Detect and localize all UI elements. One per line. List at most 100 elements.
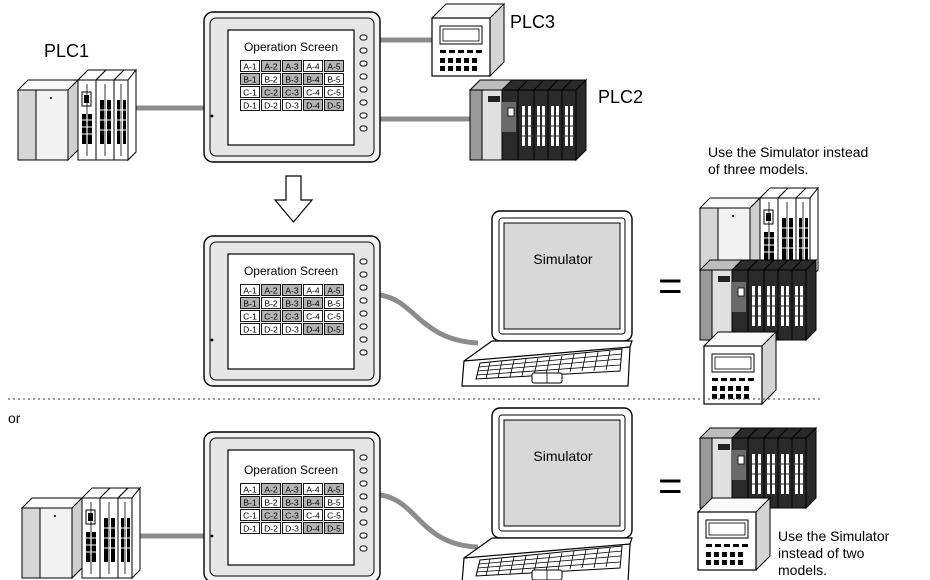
hmi-button-label: C-4	[306, 312, 320, 322]
hmi-button-cell	[282, 323, 302, 335]
hmi-button-label: D-1	[243, 524, 257, 534]
hmi-button-label: B-5	[327, 75, 341, 85]
hmi-button-label: C-1	[243, 312, 257, 322]
hmi-button-label: C-1	[243, 511, 257, 521]
hmi-button-cell	[261, 496, 281, 508]
hmi-button-label: B-4	[306, 498, 320, 508]
hmi-button-label: A-3	[285, 62, 299, 72]
note-two-line1: Use the Simulator	[778, 528, 890, 544]
hmi-button-cell	[324, 522, 344, 534]
hmi-button-cell	[240, 86, 260, 98]
hmi-button-label: D-5	[327, 325, 341, 335]
hmi-button-cell	[324, 509, 344, 521]
hmi-button-cell	[282, 509, 302, 521]
hmi-button-label: C-2	[264, 312, 278, 322]
or-label: or	[8, 410, 21, 426]
plc2-small-bottom-icon	[699, 427, 817, 509]
hmi-button-cell	[240, 284, 260, 296]
hmi-button-label: A-5	[327, 286, 341, 296]
hmi-button-cell	[261, 60, 281, 72]
hmi-button-cell	[324, 99, 344, 111]
hmi-button-cell	[240, 99, 260, 111]
hmi-button-cell	[261, 310, 281, 322]
hmi-button-label: A-4	[306, 62, 320, 72]
hmi-button-label: D-3	[285, 101, 299, 111]
hmi-button-cell	[261, 483, 281, 495]
hmi-screen-title: Operation Screen	[244, 463, 338, 477]
hmi-button-cell	[282, 310, 302, 322]
hmi-button-cell	[282, 86, 302, 98]
hmi-button-cell	[282, 284, 302, 296]
hmi-button-label: B-2	[264, 75, 278, 85]
hmi-button-cell	[240, 522, 260, 534]
hmi-button-label: D-2	[264, 101, 278, 111]
hmi-button-cell	[303, 284, 323, 296]
hmi-button-cell	[261, 284, 281, 296]
hmi-button-label: C-4	[306, 511, 320, 521]
hmi-button-cell	[240, 310, 260, 322]
hmi-button-label: C-3	[285, 511, 299, 521]
hmi-button-cell	[303, 522, 323, 534]
down-arrow-icon	[273, 175, 314, 223]
hmi-button-cell	[303, 297, 323, 309]
hmi-button-label: D-1	[243, 325, 257, 335]
hmi-button-cell	[282, 99, 302, 111]
hmi-button-label: C-4	[306, 88, 320, 98]
hmi-button-cell	[303, 496, 323, 508]
hmi-button-cell	[261, 509, 281, 521]
hmi-button-label: C-3	[285, 312, 299, 322]
hmi-button-label: D-4	[306, 325, 320, 335]
hmi-button-cell	[303, 73, 323, 85]
plc3-icon	[431, 3, 505, 77]
hmi-button-cell	[303, 483, 323, 495]
hmi-button-label: D-4	[306, 101, 320, 111]
hmi-button-cell	[240, 60, 260, 72]
hmi-button-cell	[282, 522, 302, 534]
hmi-button-cell	[324, 323, 344, 335]
hmi-button-label: A-2	[264, 485, 278, 495]
simulator-label-1: Simulator	[533, 251, 592, 267]
plc1-icon	[17, 69, 137, 161]
hmi-button-cell	[324, 284, 344, 296]
cable-hmi-laptop-1	[379, 292, 479, 346]
hmi-button-label: B-2	[264, 498, 278, 508]
plc3-small-icon	[703, 331, 777, 405]
hmi-screen-title: Operation Screen	[244, 264, 338, 278]
hmi-button-label: C-5	[327, 88, 341, 98]
hmi-button-cell	[240, 496, 260, 508]
plc2-label: PLC2	[598, 87, 643, 107]
hmi-button-cell	[324, 86, 344, 98]
laptop-icon-1	[461, 210, 633, 387]
hmi-button-label: B-4	[306, 75, 320, 85]
hmi-button-cell	[324, 73, 344, 85]
hmi-button-cell	[240, 509, 260, 521]
hmi-button-label: C-3	[285, 88, 299, 98]
hmi-button-label: B-2	[264, 299, 278, 309]
note-two-line3: models.	[778, 562, 827, 578]
note-three-line2: of three models.	[708, 161, 808, 177]
hmi-button-cell	[282, 483, 302, 495]
hmi-button-label: D-3	[285, 524, 299, 534]
hmi-button-cell	[303, 86, 323, 98]
hmi-button-cell	[303, 60, 323, 72]
plc3-small-bottom-icon	[697, 497, 771, 571]
plc3-label: PLC3	[510, 12, 555, 32]
hmi-button-label: D-5	[327, 101, 341, 111]
plc2-icon	[469, 79, 587, 161]
hmi-button-label: A-4	[306, 286, 320, 296]
plc1-bottom-icon	[21, 487, 141, 579]
hmi-button-label: A-5	[327, 485, 341, 495]
hmi-button-cell	[240, 73, 260, 85]
hmi-button-label: D-4	[306, 524, 320, 534]
hmi-button-label: B-5	[327, 498, 341, 508]
hmi-button-cell	[240, 323, 260, 335]
note-three-line1: Use the Simulator instead	[708, 144, 868, 160]
hmi-button-label: B-3	[285, 498, 299, 508]
hmi-button-cell	[324, 60, 344, 72]
hmi-button-label: A-1	[243, 62, 257, 72]
hmi-button-label: D-5	[327, 524, 341, 534]
hmi-button-label: C-5	[327, 511, 341, 521]
hmi-button-cell	[303, 310, 323, 322]
